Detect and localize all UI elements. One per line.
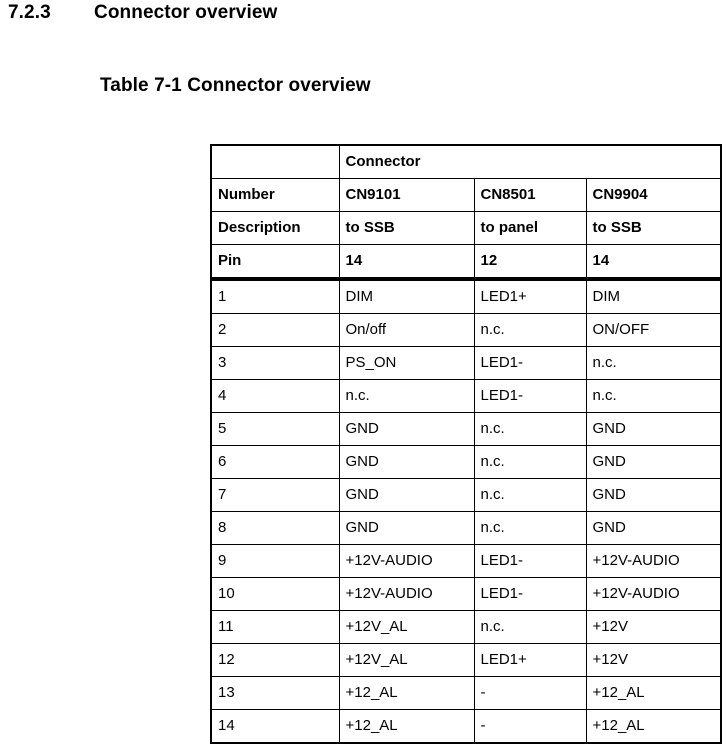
table-row: 1 DIM LED1+ DIM xyxy=(210,278,722,314)
table-row: 4 n.c. LED1- n.c. xyxy=(210,379,722,413)
connector-overview-table: Connector Number CN9101 CN8501 CN9904 De… xyxy=(210,144,722,744)
cell-row-label-pin: Pin xyxy=(210,244,340,281)
cell-cn9904: ON/OFF xyxy=(585,313,722,347)
cell-cn9101: +12V_AL xyxy=(338,610,475,644)
cell-cn9904: +12_AL xyxy=(585,676,722,710)
cell-cn8501: n.c. xyxy=(473,478,587,512)
cell-pin-number: 10 xyxy=(210,577,340,611)
cell-cn9904: GND xyxy=(585,445,722,479)
cell-pin-number: 12 xyxy=(210,643,340,677)
cell-cn9904: GND xyxy=(585,511,722,545)
cell-number-cn9904: CN9904 xyxy=(585,178,722,212)
cell-cn9101: +12_AL xyxy=(338,676,475,710)
cell-pin-count-cn9101: 14 xyxy=(338,244,475,281)
cell-connector-group-label: Connector xyxy=(338,144,722,179)
cell-pin-count-cn8501: 12 xyxy=(473,244,587,281)
cell-blank-corner xyxy=(210,144,340,179)
cell-cn9101: DIM xyxy=(338,278,475,314)
cell-cn9904: +12V-AUDIO xyxy=(585,577,722,611)
cell-cn9101: GND xyxy=(338,511,475,545)
cell-pin-number: 9 xyxy=(210,544,340,578)
table-row: 10 +12V-AUDIO LED1- +12V-AUDIO xyxy=(210,577,722,611)
cell-cn9904: DIM xyxy=(585,278,722,314)
table-row: 6 GND n.c. GND xyxy=(210,445,722,479)
table-row: 14 +12_AL - +12_AL xyxy=(210,709,722,744)
table-row: 13 +12_AL - +12_AL xyxy=(210,676,722,710)
cell-cn9101: GND xyxy=(338,445,475,479)
cell-row-label-description: Description xyxy=(210,211,340,245)
table-row: 11 +12V_AL n.c. +12V xyxy=(210,610,722,644)
cell-cn9904: +12V xyxy=(585,610,722,644)
cell-pin-number: 2 xyxy=(210,313,340,347)
cell-pin-number: 11 xyxy=(210,610,340,644)
cell-pin-number: 8 xyxy=(210,511,340,545)
table-row-number: Number CN9101 CN8501 CN9904 xyxy=(210,178,722,212)
cell-cn8501: n.c. xyxy=(473,511,587,545)
section-title: Connector overview xyxy=(94,2,278,23)
cell-cn9904: +12_AL xyxy=(585,709,722,744)
cell-pin-number: 3 xyxy=(210,346,340,380)
table-row: 8 GND n.c. GND xyxy=(210,511,722,545)
cell-cn9101: On/off xyxy=(338,313,475,347)
cell-cn9101: PS_ON xyxy=(338,346,475,380)
table-body: Connector Number CN9101 CN8501 CN9904 De… xyxy=(210,144,722,744)
table-row: 2 On/off n.c. ON/OFF xyxy=(210,313,722,347)
cell-description-cn9101: to SSB xyxy=(338,211,475,245)
cell-pin-number: 6 xyxy=(210,445,340,479)
cell-pin-count-cn9904: 14 xyxy=(585,244,722,281)
cell-pin-number: 7 xyxy=(210,478,340,512)
table-row: 12 +12V_AL LED1+ +12V xyxy=(210,643,722,677)
cell-pin-number: 13 xyxy=(210,676,340,710)
cell-pin-number: 5 xyxy=(210,412,340,446)
table-row: 9 +12V-AUDIO LED1- +12V-AUDIO xyxy=(210,544,722,578)
cell-cn8501: LED1- xyxy=(473,544,587,578)
cell-cn8501: n.c. xyxy=(473,412,587,446)
table-row: 5 GND n.c. GND xyxy=(210,412,722,446)
cell-cn9904: +12V xyxy=(585,643,722,677)
cell-cn9101: GND xyxy=(338,412,475,446)
cell-cn9101: +12V_AL xyxy=(338,643,475,677)
table-row-description: Description to SSB to panel to SSB xyxy=(210,211,722,245)
table-row-pin-count: Pin 14 12 14 xyxy=(210,244,722,281)
cell-number-cn9101: CN9101 xyxy=(338,178,475,212)
cell-row-label-number: Number xyxy=(210,178,340,212)
cell-cn9904: GND xyxy=(585,478,722,512)
cell-cn8501: - xyxy=(473,676,587,710)
cell-cn9904: GND xyxy=(585,412,722,446)
cell-cn8501: LED1+ xyxy=(473,278,587,314)
cell-number-cn8501: CN8501 xyxy=(473,178,587,212)
cell-cn9101: +12_AL xyxy=(338,709,475,744)
cell-cn8501: LED1- xyxy=(473,379,587,413)
table-row: 3 PS_ON LED1- n.c. xyxy=(210,346,722,380)
table-row-connector-group: Connector xyxy=(210,144,722,179)
cell-description-cn9904: to SSB xyxy=(585,211,722,245)
cell-pin-number: 1 xyxy=(210,278,340,314)
table-row: 7 GND n.c. GND xyxy=(210,478,722,512)
cell-cn8501: n.c. xyxy=(473,445,587,479)
cell-cn9904: n.c. xyxy=(585,346,722,380)
cell-cn8501: n.c. xyxy=(473,313,587,347)
cell-pin-number: 14 xyxy=(210,709,340,744)
section-heading: 7.2.3 Connector overview xyxy=(8,2,277,24)
section-number: 7.2.3 xyxy=(8,2,51,23)
table-caption: Table 7-1 Connector overview xyxy=(100,75,371,96)
cell-cn8501: - xyxy=(473,709,587,744)
cell-cn9904: +12V-AUDIO xyxy=(585,544,722,578)
cell-pin-number: 4 xyxy=(210,379,340,413)
cell-description-cn8501: to panel xyxy=(473,211,587,245)
cell-cn9904: n.c. xyxy=(585,379,722,413)
cell-cn9101: n.c. xyxy=(338,379,475,413)
cell-cn8501: LED1- xyxy=(473,577,587,611)
cell-cn9101: GND xyxy=(338,478,475,512)
cell-cn8501: LED1- xyxy=(473,346,587,380)
cell-cn8501: LED1+ xyxy=(473,643,587,677)
connector-overview-table-wrapper: Connector Number CN9101 CN8501 CN9904 De… xyxy=(210,144,722,744)
cell-cn9101: +12V-AUDIO xyxy=(338,544,475,578)
cell-cn9101: +12V-AUDIO xyxy=(338,577,475,611)
cell-cn8501: n.c. xyxy=(473,610,587,644)
